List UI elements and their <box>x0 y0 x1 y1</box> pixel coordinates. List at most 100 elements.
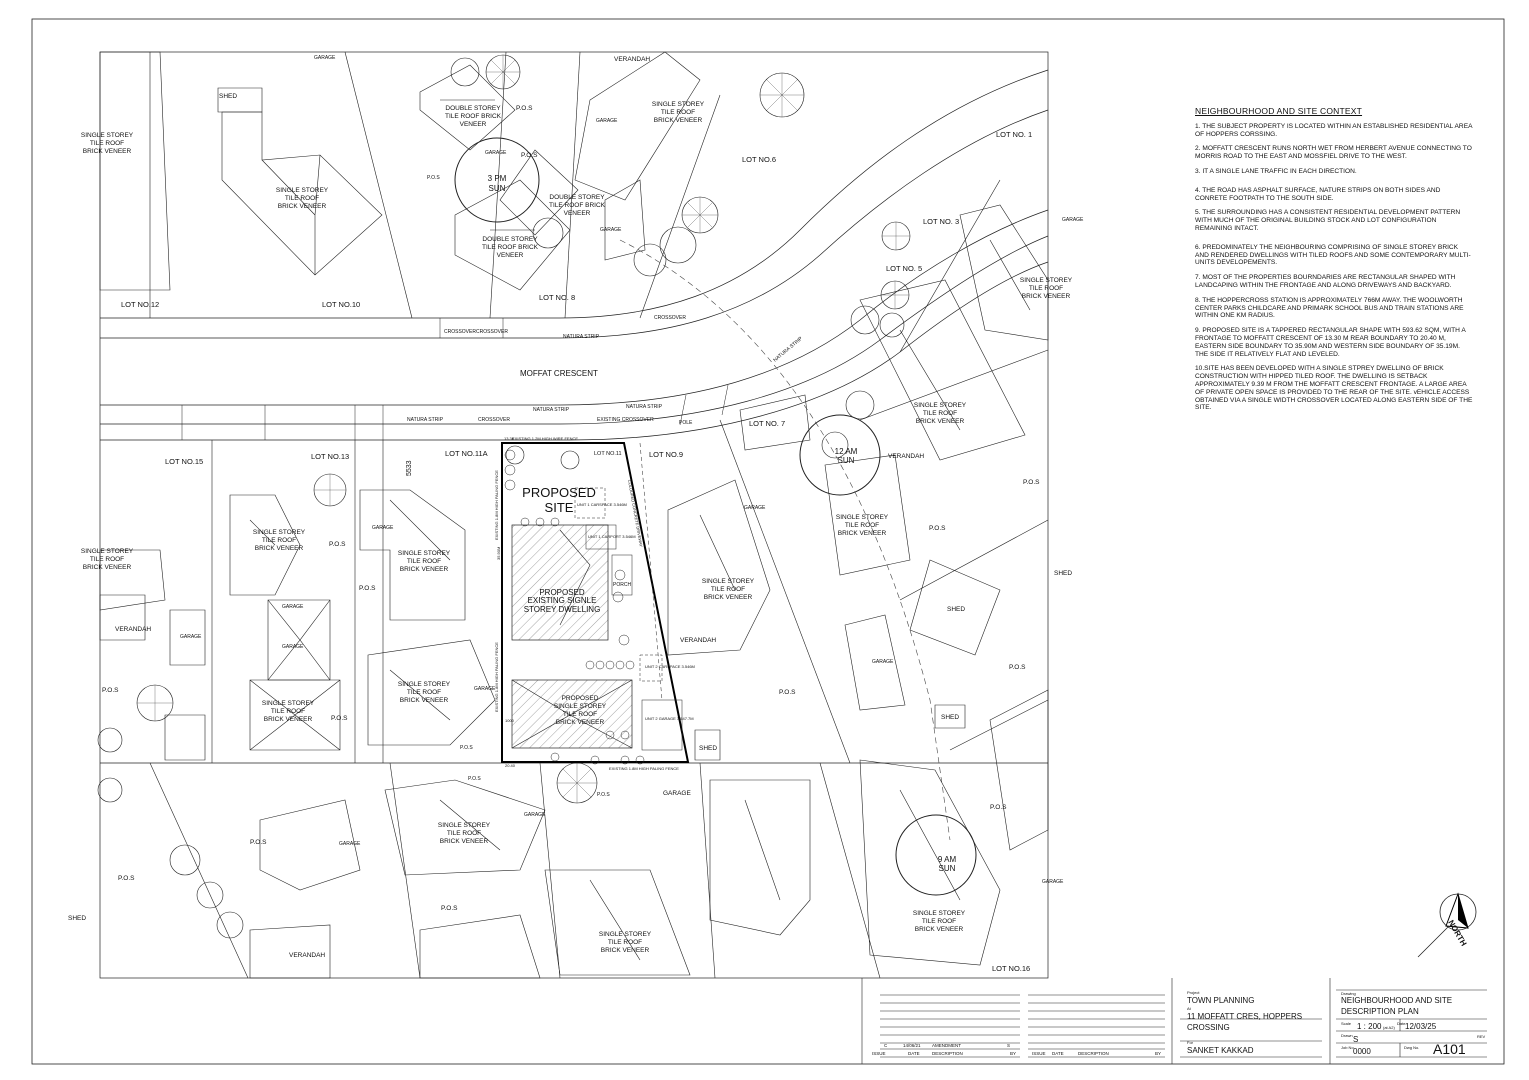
north-arrow: NORTH <box>1417 892 1477 958</box>
date-caption: Date <box>1397 1021 1406 1026</box>
pos-label: P.O.S <box>516 105 533 112</box>
pos-label: P.O.S <box>118 875 135 882</box>
pos-label: P.O.S <box>929 525 946 532</box>
lot-13-label: LOT NO.13 <box>311 452 349 461</box>
road-lines <box>100 69 1049 764</box>
crossover-label: CROSSOVER <box>476 329 508 335</box>
svg-text:SINGLE STOREY: SINGLE STOREY <box>438 822 491 829</box>
nature-strip-ticks <box>181 318 729 440</box>
svg-text:TILE ROOF: TILE ROOF <box>90 556 124 563</box>
note-7: 7. MOST OF THE PROPERTIES BOURNDARIES AR… <box>1195 274 1456 289</box>
porch-label: PORCH <box>613 582 631 588</box>
svg-text:TILE ROOF: TILE ROOF <box>922 918 956 925</box>
svg-text:SINGLE STOREY: SINGLE STOREY <box>913 910 966 917</box>
new-dwelling-label-1: PROPOSED <box>562 695 599 702</box>
lot-5-label: LOT NO. 5 <box>886 264 922 273</box>
pos-label: P.O.S <box>331 715 348 722</box>
hdr-date-2: DATE <box>1052 1051 1064 1056</box>
at-caption: At <box>1187 1006 1192 1011</box>
svg-text:SINGLE STOREY: SINGLE STOREY <box>836 514 889 521</box>
tree-spokes <box>137 55 910 803</box>
svg-text:SINGLE STOREY: SINGLE STOREY <box>253 529 306 536</box>
svg-text:TILE ROOF: TILE ROOF <box>90 140 124 147</box>
svg-text:SINGLE STOREY: SINGLE STOREY <box>398 550 451 557</box>
sun-3pm-word: SUN <box>489 184 506 193</box>
address-line-1: 11 MOFFATT CRES, HOPPERS <box>1187 1012 1302 1021</box>
svg-text:TILE ROOF: TILE ROOF <box>447 830 481 837</box>
note-2: 2. MOFFATT CRESCENT RUNS NORTH WET FROM … <box>1195 145 1472 161</box>
lot-16-label: LOT NO.16 <box>992 964 1030 973</box>
job-number: 0000 <box>1353 1047 1371 1056</box>
sun-12am-word: SUN <box>838 456 855 465</box>
svg-text:SINGLE STOREY: SINGLE STOREY <box>652 101 705 108</box>
garage-label: GARAGE <box>282 644 304 650</box>
natura-strip-label: NATURA STRIP <box>626 404 663 410</box>
revision-table-lines <box>880 994 1165 1058</box>
svg-text:BRICK VENEER: BRICK VENEER <box>83 564 132 571</box>
svg-text:SINGLE STOREY: SINGLE STOREY <box>262 700 315 707</box>
svg-text:BRICK VENEER: BRICK VENEER <box>654 117 703 124</box>
svg-text:VENEER: VENEER <box>460 121 487 128</box>
pos-label: P.O.S <box>427 175 440 181</box>
garage-label: GARAGE <box>372 525 394 531</box>
svg-text:SINGLE STOREY: SINGLE STOREY <box>914 402 967 409</box>
note-8: 8. THE HOPPERCROSS STATION IS APPROXIMAT… <box>1195 296 1464 320</box>
fence-left-label: EXISTING 1.8M HIGH PALING FENCE <box>494 470 499 540</box>
rev-date: 14/06/21 <box>903 1043 921 1048</box>
garage-label-large: GARAGE <box>663 790 691 797</box>
project-block: Project TOWN PLANNING At 11 MOFFATT CRES… <box>1187 990 1302 1055</box>
hdr-issue-2: ISSUE <box>1032 1051 1046 1056</box>
note-3: 3. IT A SINGLE LANE TRAFFIC IN EACH DIRE… <box>1195 167 1357 175</box>
garage-label: GARAGE <box>339 841 361 847</box>
svg-text:DOUBLE STOREY: DOUBLE STOREY <box>549 194 605 201</box>
svg-text:TILE ROOF: TILE ROOF <box>711 586 745 593</box>
crossover-label: CROSSOVER <box>478 417 510 423</box>
verandah-label: VERANDAH <box>888 453 924 460</box>
crossover-label: CROSSOVER <box>444 329 476 335</box>
garage-label: GARAGE <box>596 118 618 124</box>
street-name: MOFFAT CRESCENT <box>520 369 598 378</box>
small-labels: GARAGE GARAGE GARAGE GARAGE GARAGE GARAG… <box>180 55 1084 885</box>
rev-by: S <box>1007 1043 1010 1048</box>
drawing-number: A101 <box>1433 1041 1466 1057</box>
sun-9am-time: 9 AM <box>938 855 957 864</box>
verandah-label: VERANDAH <box>614 56 650 63</box>
garage-label: GARAGE <box>1042 879 1064 885</box>
fence-left-label-2: EXISTING 1.8M HIGH PALING FENCE <box>494 642 499 712</box>
client-name: SANKET KAKKAD <box>1187 1046 1254 1055</box>
svg-text:SINGLE STOREY: SINGLE STOREY <box>276 187 329 194</box>
pos-label: P.O.S <box>468 776 481 782</box>
proposed-site-label-1: PROPOSED <box>522 485 596 500</box>
svg-text:BRICK VENEER: BRICK VENEER <box>400 566 449 573</box>
hdr-date: DATE <box>908 1051 920 1056</box>
garage-label: GARAGE <box>1062 217 1084 223</box>
garage-label: GARAGE <box>485 150 507 156</box>
verandah-label: VERANDAH <box>680 637 716 644</box>
unit2-carspace-label: UNIT 2 CARSPACE 3.546M <box>645 664 695 669</box>
existing-dwelling-label-3: STOREY DWELLING <box>524 605 601 614</box>
svg-text:TILE ROOF: TILE ROOF <box>661 109 695 116</box>
lot-1-label: LOT NO. 1 <box>996 130 1032 139</box>
dwg-caption: Dwg No. <box>1404 1045 1419 1050</box>
lot-10-label: LOT NO.10 <box>322 300 360 309</box>
svg-text:BRICK VENEER: BRICK VENEER <box>915 926 964 933</box>
plan-viewport <box>99 51 1049 979</box>
shed-label: SHED <box>1054 570 1072 577</box>
svg-text:TILE ROOF: TILE ROOF <box>407 558 441 565</box>
subject-site <box>501 442 690 765</box>
address-line-2: CROSSING <box>1187 1023 1230 1032</box>
existing-dwelling-label-1: PROPOSED <box>539 588 585 597</box>
lot-3-label: LOT NO. 3 <box>923 217 959 226</box>
svg-text:BRICK VENEER: BRICK VENEER <box>440 838 489 845</box>
shed-label: SHED <box>941 714 959 721</box>
